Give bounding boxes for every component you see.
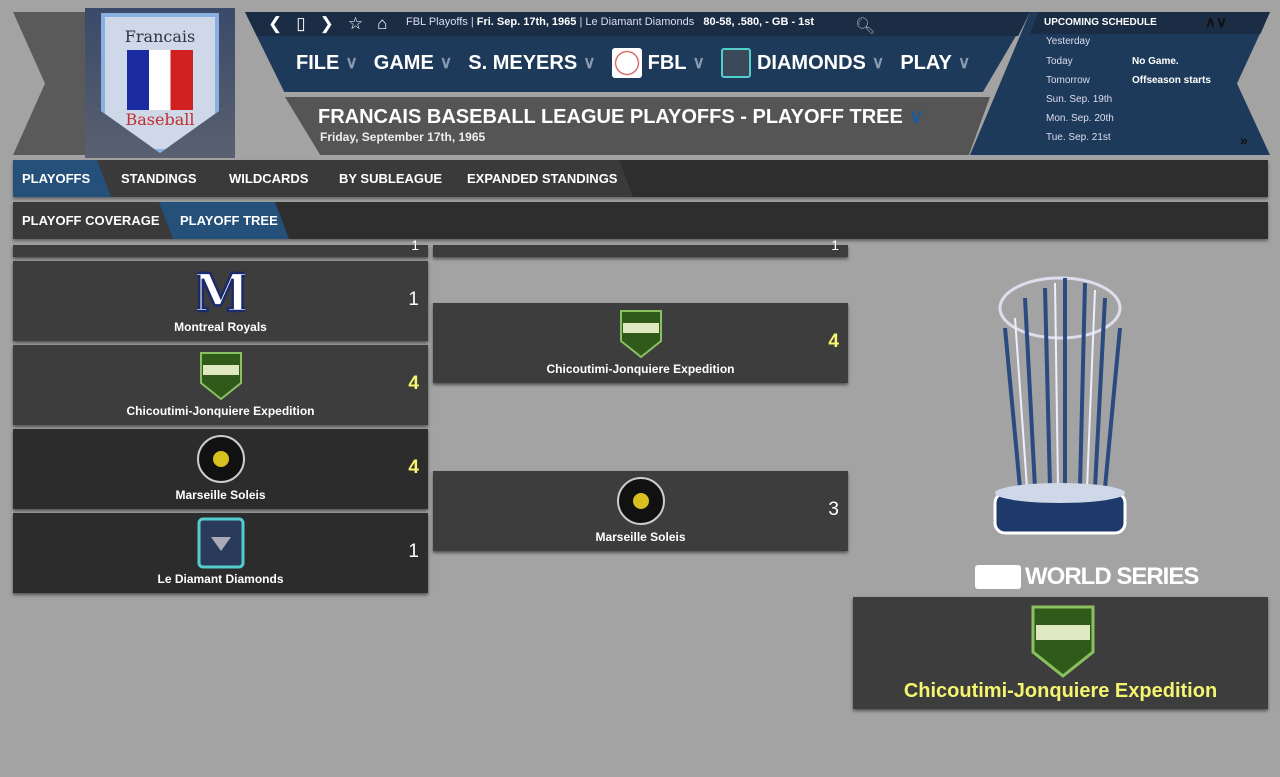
schedule-title: UPCOMING SCHEDULE <box>1044 17 1157 28</box>
series-score: 1 <box>831 237 839 253</box>
soleis-logo <box>196 435 245 483</box>
bracket-card-partial: 1 <box>13 237 428 257</box>
schedule-day: Tue. Sep. 21st <box>1046 132 1111 143</box>
tab-expanded-standings[interactable]: EXPANDED STANDINGS <box>441 160 633 197</box>
team-name: Chicoutimi-Jonquiere Expedition <box>126 404 315 418</box>
league-icon <box>611 48 642 78</box>
star-icon[interactable]: ☆ <box>347 14 364 33</box>
home-icon[interactable]: ⌂ <box>377 14 388 33</box>
svg-text:M: M <box>197 265 245 317</box>
mlb-icon <box>975 565 1021 589</box>
title-bar <box>285 97 990 155</box>
breadcrumb: FBL Playoffs | Fri. Sep. 17th, 1965 | Le… <box>406 16 815 28</box>
schedule-scroll-icons[interactable]: ∧∨ <box>1205 14 1227 31</box>
menu-file[interactable]: FILE ∨ <box>296 52 358 75</box>
page-date: Friday, September 17th, 1965 <box>320 130 486 144</box>
search-icon[interactable]: 🔍︎ <box>855 18 876 35</box>
schedule-day: Sun. Sep. 19th <box>1046 94 1113 105</box>
tab-playoffs[interactable]: PLAYOFFS <box>13 160 111 197</box>
crumb-date: Fri. Sep. 17th, 1965 <box>476 16 577 28</box>
series-score: 4 <box>408 373 419 394</box>
menu-label: GAME <box>373 51 434 74</box>
crumb-team[interactable]: Le Diamant Diamonds <box>585 16 695 28</box>
chevron-down-icon: ∨ <box>957 53 971 72</box>
more-schedule-icon[interactable]: » <box>1240 132 1248 148</box>
schedule-info: No Game. <box>1132 56 1179 67</box>
menu-league[interactable]: FBL ∨ <box>611 48 705 78</box>
menu-game[interactable]: GAME ∨ <box>374 52 452 75</box>
tab-by-subleague[interactable]: BY SUBLEAGUE <box>315 160 455 197</box>
menu-label: DIAMONDS <box>756 51 866 74</box>
tab-playoff-tree[interactable]: PLAYOFF TREE <box>159 202 289 239</box>
chevron-down-icon: ∨ <box>692 53 705 72</box>
series-score: 4 <box>828 331 839 352</box>
series-score: 1 <box>411 237 419 253</box>
team-name: Chicoutimi-Jonquiere Expedition <box>546 362 735 376</box>
schedule-day: Tomorrow <box>1046 75 1090 86</box>
tab-row-secondary: PLAYOFF COVERAGE PLAYOFF TREE <box>13 202 1268 239</box>
menu-play[interactable]: PLAY ∨ <box>900 52 970 75</box>
bracket-team-card[interactable]: Marseille Soleis 3 <box>433 471 848 551</box>
crumb-record: 80-58, .580, - GB - 1st <box>703 16 815 28</box>
tab-row-primary: PLAYOFFS STANDINGS WILDCARDS BY SUBLEAGU… <box>13 160 1268 197</box>
champion-card[interactable]: Chicoutimi-Jonquiere Expedition <box>853 597 1268 709</box>
bracket-team-card[interactable]: Le Diamant Diamonds 1 <box>13 513 428 593</box>
chevron-down-icon[interactable]: ∨ <box>908 106 924 128</box>
series-score: 3 <box>828 499 839 520</box>
schedule-day: Today <box>1046 56 1073 67</box>
menu-manager[interactable]: S. MEYERS ∨ <box>468 52 595 75</box>
menu-label: FBL <box>647 51 687 74</box>
page-title[interactable]: FRANCAIS BASEBALL LEAGUE PLAYOFFS - PLAY… <box>318 104 924 129</box>
menu-team[interactable]: DIAMONDS ∨ <box>720 48 885 78</box>
back-icon[interactable]: ❮ <box>268 14 283 33</box>
champion-logo <box>1031 605 1095 678</box>
schedule-day: Mon. Sep. 20th <box>1046 113 1114 124</box>
menu-label: PLAY <box>900 51 952 74</box>
expedition-logo <box>199 352 242 401</box>
bracket-team-card[interactable]: Chicoutimi-Jonquiere Expedition 4 <box>433 303 848 383</box>
champion-name: Chicoutimi-Jonquiere Expedition <box>903 680 1218 702</box>
team-name: Le Diamant Diamonds <box>157 572 284 586</box>
series-score: 1 <box>408 541 419 562</box>
bracket-team-card[interactable]: Chicoutimi-Jonquiere Expedition 4 <box>13 345 428 425</box>
chevron-down-icon: ∨ <box>583 53 596 72</box>
chevron-down-icon: ∨ <box>345 53 358 72</box>
series-score: 1 <box>408 289 419 310</box>
breadcrumb-bar <box>245 12 1030 36</box>
series-score: 4 <box>408 457 419 478</box>
bracket-card-partial: 1 <box>433 237 848 257</box>
window-icon[interactable]: ▯ <box>296 14 306 33</box>
chevron-down-icon: ∨ <box>871 53 885 72</box>
soleis-logo <box>616 477 665 525</box>
world-series-logo: WORLD SERIES <box>975 563 1199 591</box>
bracket-team-card[interactable]: M Montreal Royals 1 <box>13 261 428 341</box>
tab-wildcards[interactable]: WILDCARDS <box>205 160 329 197</box>
page-title-text: FRANCAIS BASEBALL LEAGUE PLAYOFFS - PLAY… <box>318 106 903 128</box>
forward-icon[interactable]: ❯ <box>319 14 334 33</box>
schedule-day: Yesterday <box>1046 36 1091 47</box>
diamonds-logo <box>197 517 244 569</box>
expedition-logo <box>619 310 662 359</box>
tab-standings[interactable]: STANDINGS <box>97 160 219 197</box>
chevron-down-icon: ∨ <box>439 53 453 72</box>
menu-label: S. MEYERS <box>468 51 578 74</box>
trophy-label: WORLD SERIES <box>1025 563 1199 590</box>
team-name: Montreal Royals <box>174 320 267 334</box>
main-menu: FILE ∨ GAME ∨ S. MEYERS ∨ FBL ∨ DIAMONDS ∨ PL… <box>296 48 970 78</box>
team-name: Marseille Soleis <box>595 530 686 544</box>
bracket-team-card[interactable]: Marseille Soleis 4 <box>13 429 428 509</box>
team-name: Marseille Soleis <box>175 488 266 502</box>
diamond-team-icon <box>720 48 751 78</box>
schedule-header <box>1030 12 1270 34</box>
nav-icons: ❮ ▯ ❯ ☆ ⌂ <box>268 14 387 34</box>
montreal-royals-logo: M <box>197 265 245 317</box>
menu-label: FILE <box>296 51 340 74</box>
schedule-info: Offseason starts <box>1132 75 1211 86</box>
tab-playoff-coverage[interactable]: PLAYOFF COVERAGE <box>13 202 173 239</box>
trophy-image <box>993 276 1127 535</box>
crumb-section[interactable]: FBL Playoffs <box>406 16 468 28</box>
